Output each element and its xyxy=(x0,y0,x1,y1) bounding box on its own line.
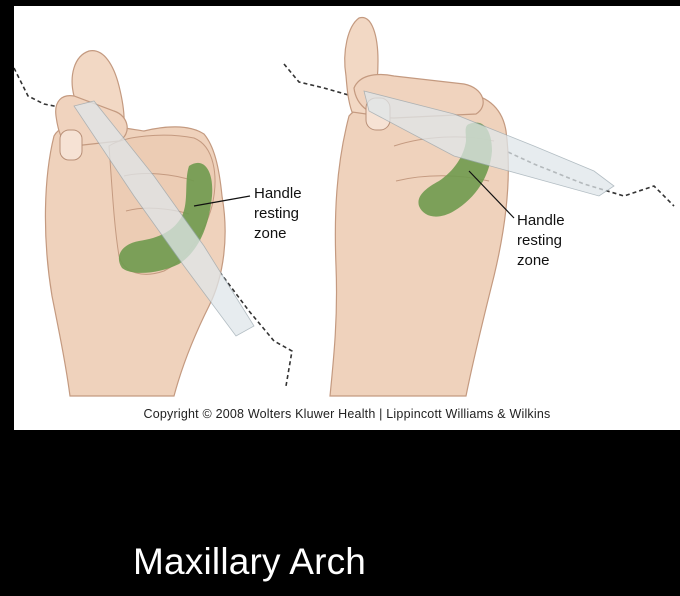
slide-caption: Maxillary Arch xyxy=(133,541,367,582)
label-line: zone xyxy=(517,252,550,269)
left-index-nail xyxy=(59,129,83,161)
left-callout-line xyxy=(193,195,251,207)
label-line: Handle xyxy=(254,185,302,202)
left-hand xyxy=(14,50,293,397)
copyright-notice: Copyright © 2008 Wolters Kluwer Health |… xyxy=(143,407,551,421)
label-line: resting xyxy=(517,232,563,249)
label-line: zone xyxy=(254,225,287,242)
label-line: Handle xyxy=(517,212,565,229)
left-resting-zone-label: Handle resting zone xyxy=(254,184,302,244)
right-hand xyxy=(283,17,675,397)
hand-grasp-illustration xyxy=(14,17,675,397)
right-instrument-handle xyxy=(363,90,615,197)
left-instrument-handle xyxy=(73,100,255,337)
right-callout-line xyxy=(468,170,515,219)
left-instrument-path xyxy=(14,67,293,387)
right-resting-zone-label: Handle resting zone xyxy=(517,211,565,271)
label-line: resting xyxy=(254,205,300,222)
illustration-panel: Handle resting zone Handle resting zone … xyxy=(14,6,680,430)
